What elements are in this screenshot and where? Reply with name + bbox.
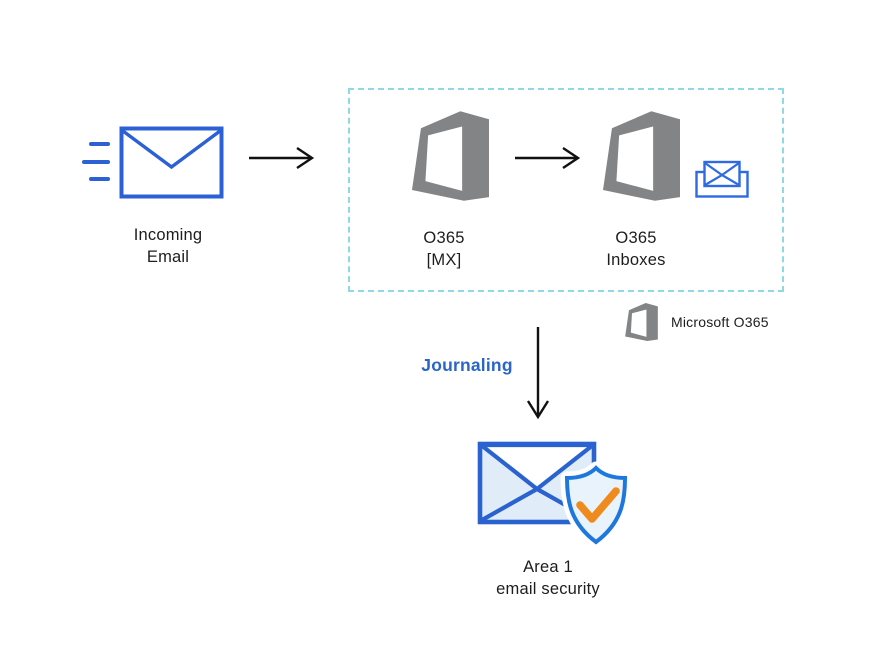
legend-label: Microsoft O365 [671, 314, 769, 330]
incoming-email-label: Incoming Email [133, 226, 203, 266]
journaling-label: Journaling [421, 355, 513, 375]
office365-small-icon [625, 303, 658, 341]
arrow-right-icon [249, 147, 315, 169]
shield-check-icon [564, 465, 628, 545]
envelope-icon [119, 126, 224, 199]
office365-icon [603, 111, 680, 201]
o365-inboxes-label: O365 Inboxes [606, 229, 666, 269]
area1-label: Area 1 email security [496, 558, 600, 598]
check-icon [576, 487, 620, 523]
envelope-shield-icon [477, 441, 632, 547]
inbox-tray-icon [695, 160, 749, 198]
arrow-right-icon [515, 147, 581, 169]
o365-group-box [348, 88, 784, 292]
o365-mx-label: O365 [MX] [423, 229, 465, 269]
office365-icon [412, 111, 489, 201]
legend: Microsoft O365 [625, 303, 769, 341]
arrow-down-icon [526, 327, 550, 420]
